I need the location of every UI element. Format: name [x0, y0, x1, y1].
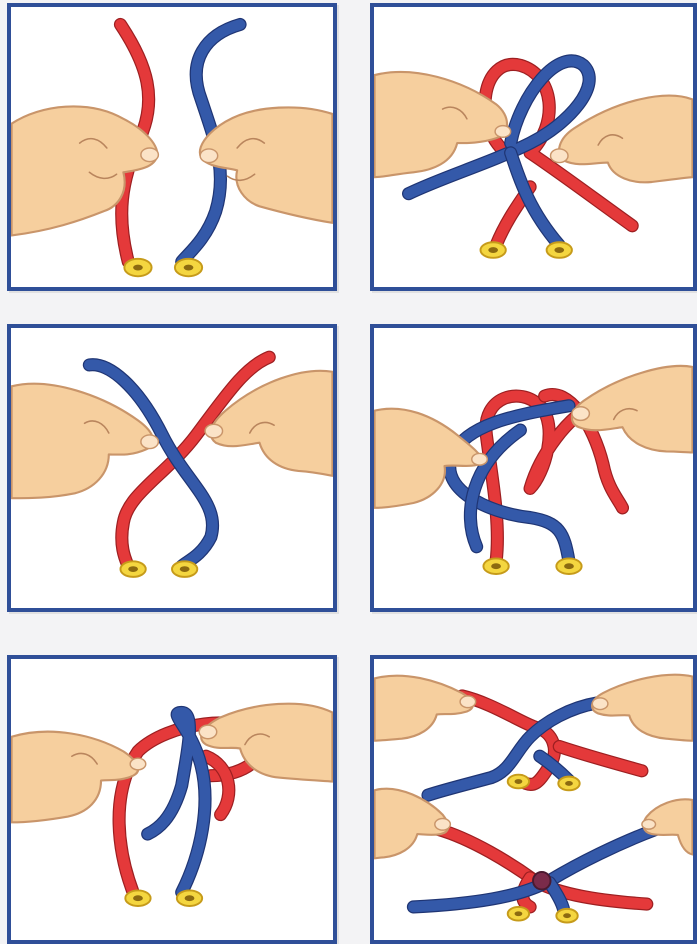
step-3-panel: [7, 324, 337, 612]
step-5-panel: [7, 655, 337, 944]
step-1-illustration: [11, 7, 333, 287]
step-2-panel: [370, 3, 697, 291]
step-1-panel: [7, 3, 337, 291]
step-2-illustration: [374, 7, 693, 287]
step-4-illustration: [374, 328, 693, 608]
step-4-panel: [370, 324, 697, 612]
step-3-illustration: [11, 328, 333, 608]
step-6-panel: [370, 655, 697, 944]
step-6-illustration: [374, 659, 693, 940]
step-5-illustration: [11, 659, 333, 940]
